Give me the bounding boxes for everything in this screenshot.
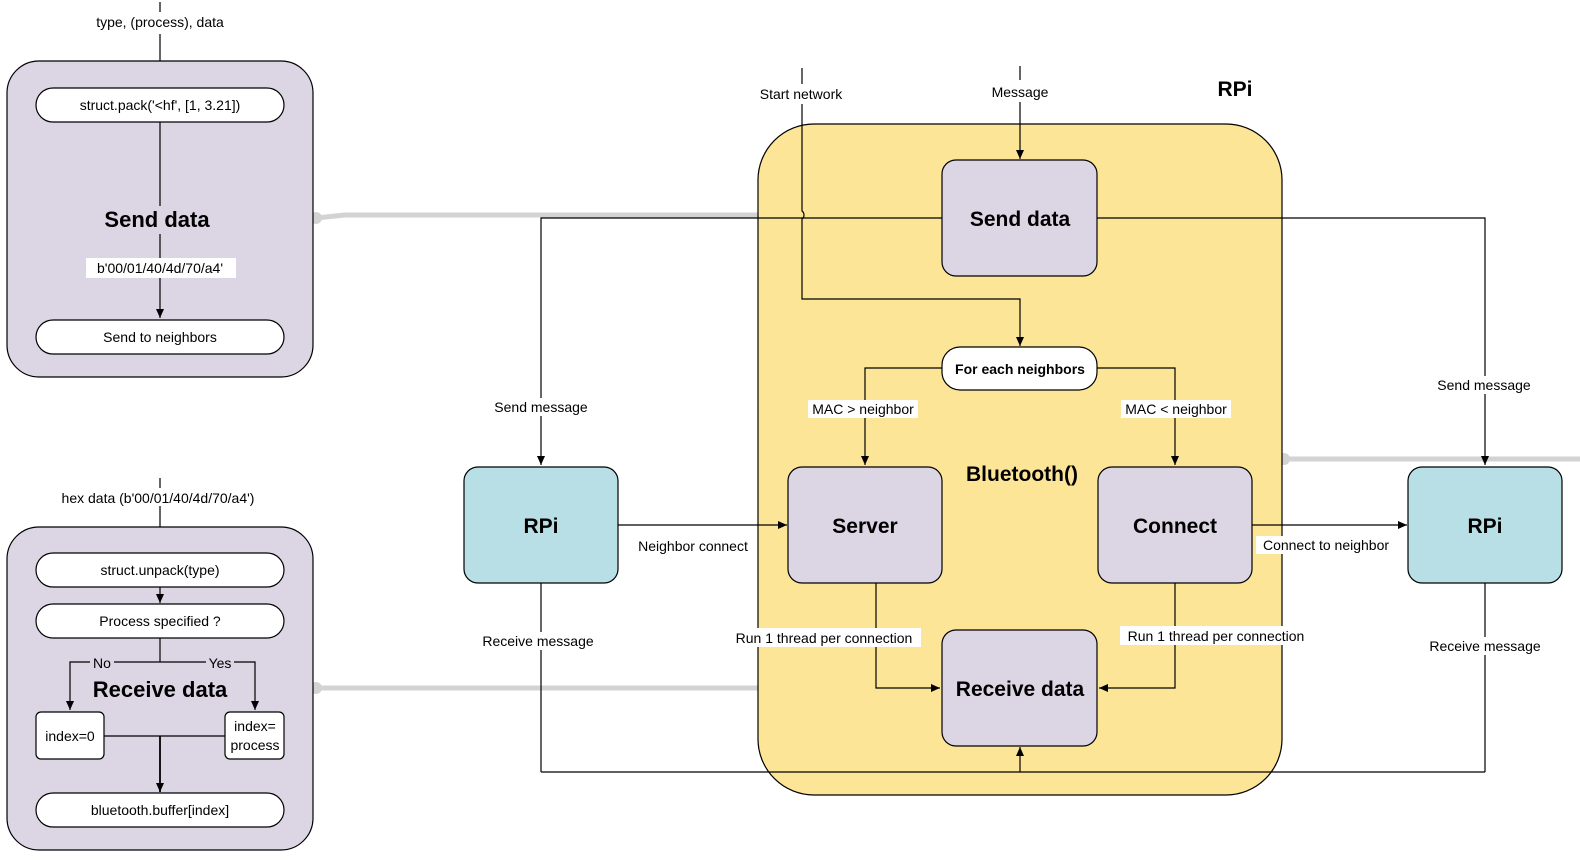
buffer-step (35, 792, 285, 828)
receive-input-label: hex data (b'00/01/40/4d/70/a4') (62, 490, 255, 506)
decision-label: Process specified ? (99, 613, 221, 629)
receive-data-node-label: Receive data (956, 678, 1085, 701)
send-panel-title: Send data (104, 207, 210, 232)
no-label: No (93, 655, 111, 671)
left-receive-message-label: Receive message (482, 633, 593, 649)
right-rpi-label: RPi (1467, 515, 1502, 538)
send-panel-connector (315, 212, 940, 221)
thread-left-label: Run 1 thread per connection (736, 630, 913, 646)
send-step (35, 319, 285, 355)
thread-right-label: Run 1 thread per connection (1128, 628, 1305, 644)
index-process-line1: index= (234, 718, 276, 734)
connect-node-label: Connect (1133, 515, 1217, 538)
for-each-label: For each neighbors (955, 361, 1085, 377)
buffer-step-label: bluetooth.buffer[index] (91, 802, 229, 818)
receive-data-panel: hex data (b'00/01/40/4d/70/a4') struct.u… (6, 478, 314, 851)
yes-label: Yes (209, 655, 232, 671)
left-send-message-label: Send message (494, 399, 588, 415)
message-label: Message (992, 84, 1049, 100)
pack-step-label: struct.pack('<hf', [1, 3.21]) (80, 97, 241, 113)
server-node-label: Server (832, 515, 897, 538)
receive-panel-title: Receive data (93, 677, 228, 702)
index-zero-label: index=0 (45, 728, 95, 744)
mac-less-label: MAC < neighbor (1125, 401, 1227, 417)
mac-greater-label: MAC > neighbor (812, 401, 914, 417)
network-title: RPi (1217, 78, 1252, 101)
left-rpi-section: Send message RPi Neighbor connect Receiv… (463, 217, 942, 772)
neighbor-connect-label: Neighbor connect (638, 538, 748, 554)
right-send-message-label: Send message (1437, 377, 1531, 393)
index-process-line2: process (230, 737, 279, 753)
send-step-label: Send to neighbors (103, 329, 217, 345)
bluetooth-label: Bluetooth() (966, 463, 1078, 486)
right-receive-message-label: Receive message (1429, 638, 1540, 654)
receive-data-node (941, 629, 1098, 747)
connect-to-neighbor-label: Connect to neighbor (1263, 537, 1389, 553)
left-rpi-label: RPi (523, 515, 558, 538)
send-data-node-label: Send data (970, 208, 1071, 231)
start-network-label: Start network (760, 86, 843, 102)
right-rpi-section: Send message RPi Connect to neighbor Rec… (1097, 217, 1563, 772)
bytes-label: b'00/01/40/4d/70/a4' (97, 260, 223, 276)
unpack-step-label: struct.unpack(type) (100, 562, 219, 578)
server-node (787, 466, 943, 584)
send-data-panel: type, (process), data struct.pack('<hf',… (6, 2, 314, 378)
send-input-label: type, (process), data (96, 14, 224, 30)
network-section: RPi Start network Message Send data For … (728, 66, 1313, 796)
